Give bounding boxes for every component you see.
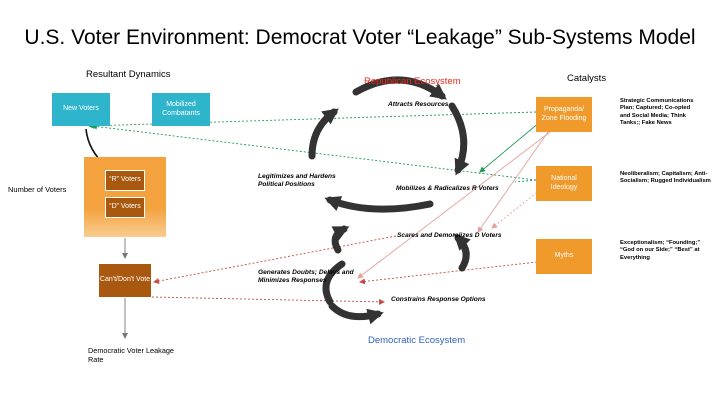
loop-arrow-d-bottom xyxy=(328,302,384,325)
loop-arrow-attracts xyxy=(352,76,447,100)
national-ideology-box: National Ideology xyxy=(536,166,592,201)
loop-arrow-d-top xyxy=(331,225,350,254)
loop-arrow-bottom xyxy=(324,196,434,213)
legitimizes-label: Legitimizes and Hardens Political Positi… xyxy=(258,173,336,189)
attracts-resources-label: Attracts Resources xyxy=(388,101,449,108)
link-myths-to-doubts xyxy=(359,261,538,285)
link-cant-vote-to-constrains xyxy=(151,296,385,305)
ideology-note: Neoliberalism; Capitalism; Anti-Socialis… xyxy=(620,171,711,185)
link-ideology-to-new-voters xyxy=(91,123,537,181)
propaganda-zone-flooding-box: Propaganda/ Zone Flooding xyxy=(536,97,592,132)
republican-ecosystem-header: Republican Ecosystem xyxy=(364,76,461,87)
scares-demoralizes-label: Scares and Demoralizes D Voters xyxy=(397,232,502,239)
leakage-rate-label: Democratic Voter Leakage Rate xyxy=(88,346,174,365)
loop-arrow-down-right xyxy=(448,102,470,176)
myths-box: Myths xyxy=(536,239,592,274)
diagram-title: U.S. Voter Environment: Democrat Voter “… xyxy=(24,26,696,49)
resultant-dynamics-header: Resultant Dynamics xyxy=(86,69,171,80)
constrains-response-label: Constrains Response Options xyxy=(391,296,486,303)
link-ideology-to-scares xyxy=(491,189,541,229)
link-scares-to-cant-vote xyxy=(153,235,397,285)
d-voters-box: “D” Voters xyxy=(105,197,145,218)
link-propaganda-to-mobilizes xyxy=(479,121,541,173)
propaganda-note: Strategic Communications Plan; Captured;… xyxy=(620,98,694,127)
mobilized-combatants-box: Mobilized Combatants xyxy=(152,93,210,126)
generates-doubts-label: Generates Doubts; Delays and Minimizes R… xyxy=(258,269,354,285)
myths-note: Exceptionalism; “Founding;” “God on our … xyxy=(620,240,701,261)
cant-dont-vote-box: Can't/Don't Vote xyxy=(98,263,152,298)
r-voters-box: “R” Voters xyxy=(105,170,145,191)
new-voters-box: New Voters xyxy=(52,93,110,126)
loop-arrow-d-left xyxy=(322,260,346,306)
link-propaganda-to-doubts xyxy=(357,131,551,279)
mobilizes-radicalizes-label: Mobilizes & Radicalizes R Voters xyxy=(396,185,499,192)
loop-arrow-left-up xyxy=(308,108,339,160)
democratic-ecosystem-header: Democratic Ecosystem xyxy=(368,335,466,346)
link-ideology-to-mobilizes xyxy=(514,179,537,183)
catalysts-header: Catalysts xyxy=(567,73,607,84)
loop-arrow-d-right xyxy=(453,233,471,272)
link-propaganda-to-scares xyxy=(477,131,549,233)
number-of-voters-label: Number of Voters xyxy=(8,185,67,194)
